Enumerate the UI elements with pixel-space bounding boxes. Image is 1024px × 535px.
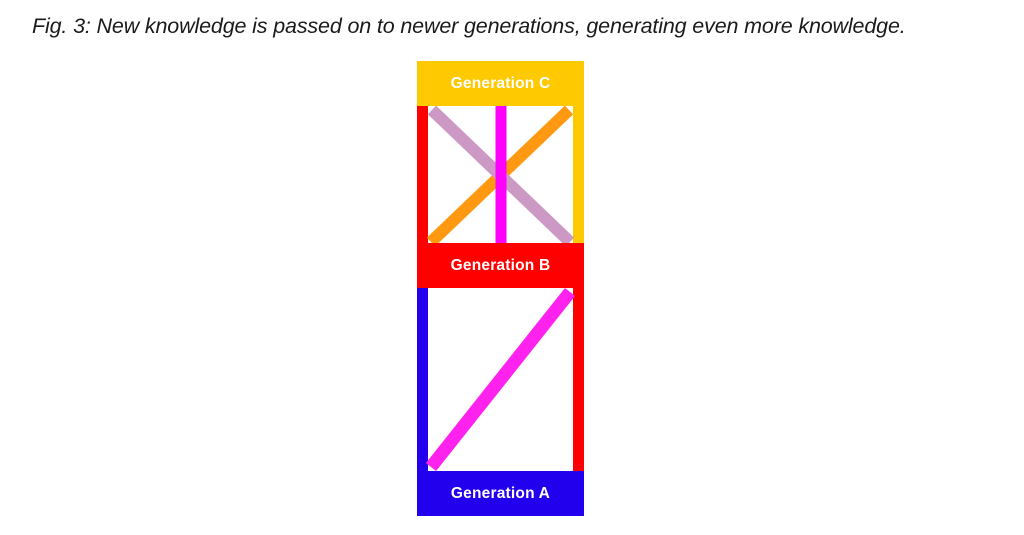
rail-upper-left xyxy=(417,106,428,247)
rail-lower-right xyxy=(573,288,584,475)
band-generation-a-label: Generation A xyxy=(450,484,551,502)
band-generation-c: Generation C xyxy=(417,61,584,106)
connector-lines xyxy=(425,105,576,472)
rail-lower-left xyxy=(417,288,428,475)
rail-upper-right xyxy=(573,106,584,247)
band-generation-c-label: Generation C xyxy=(450,74,551,92)
band-generation-b-label: Generation B xyxy=(450,256,551,274)
connector-a-to-b xyxy=(425,287,576,472)
figure-caption: Fig. 3: New knowledge is passed on to ne… xyxy=(32,14,906,38)
connector-c-to-b-falling xyxy=(427,105,575,247)
connector-b-to-c-rising xyxy=(426,105,574,247)
band-generation-b: Generation B xyxy=(417,243,584,288)
generations-diagram: Generation C Generation B Generation A xyxy=(417,61,584,516)
band-generation-a: Generation A xyxy=(417,471,584,516)
